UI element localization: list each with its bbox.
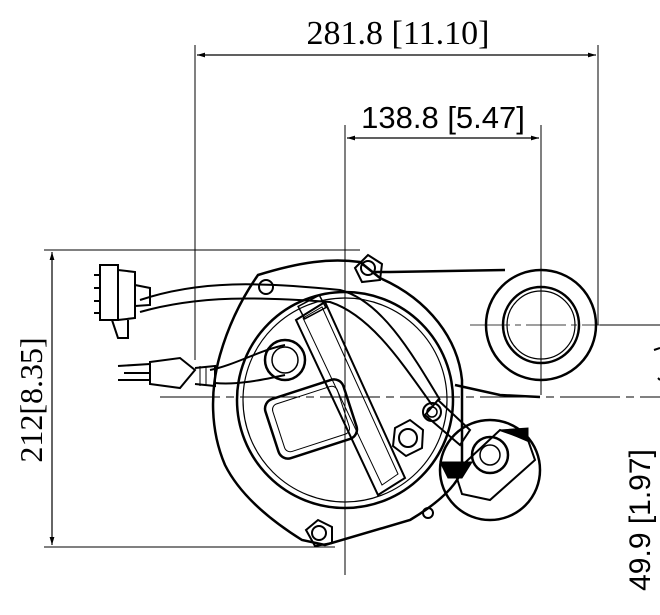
mount-ear-bottom xyxy=(304,518,333,548)
mount-ear-bottom-right xyxy=(422,507,434,519)
discharge-offset-label: 138.8 [5.47] xyxy=(361,100,525,135)
dimension-overall-depth: 212[8.35] xyxy=(13,249,360,548)
mount-ear-top xyxy=(353,253,384,284)
float-switch-icon xyxy=(422,398,542,522)
mount-ear-top-left xyxy=(258,279,274,295)
discharge-depth-label: 49.9 [1.97] xyxy=(624,449,657,591)
overall-width-label: 281.8 [11.10] xyxy=(307,15,490,52)
cord-connector-icon xyxy=(94,264,151,339)
cable-gland xyxy=(263,338,307,382)
bolt-icon xyxy=(391,418,425,458)
label-plate xyxy=(263,378,359,460)
dimension-overall-width: 281.8 [11.10] xyxy=(194,15,599,360)
power-plug-icon xyxy=(117,356,216,390)
dimension-discharge-depth: 49.9 [1.97] xyxy=(160,324,660,591)
dimension-discharge-offset: 138.8 [5.47] xyxy=(344,100,542,575)
overall-depth-label: 212[8.35] xyxy=(13,337,49,462)
power-cord xyxy=(139,283,441,406)
